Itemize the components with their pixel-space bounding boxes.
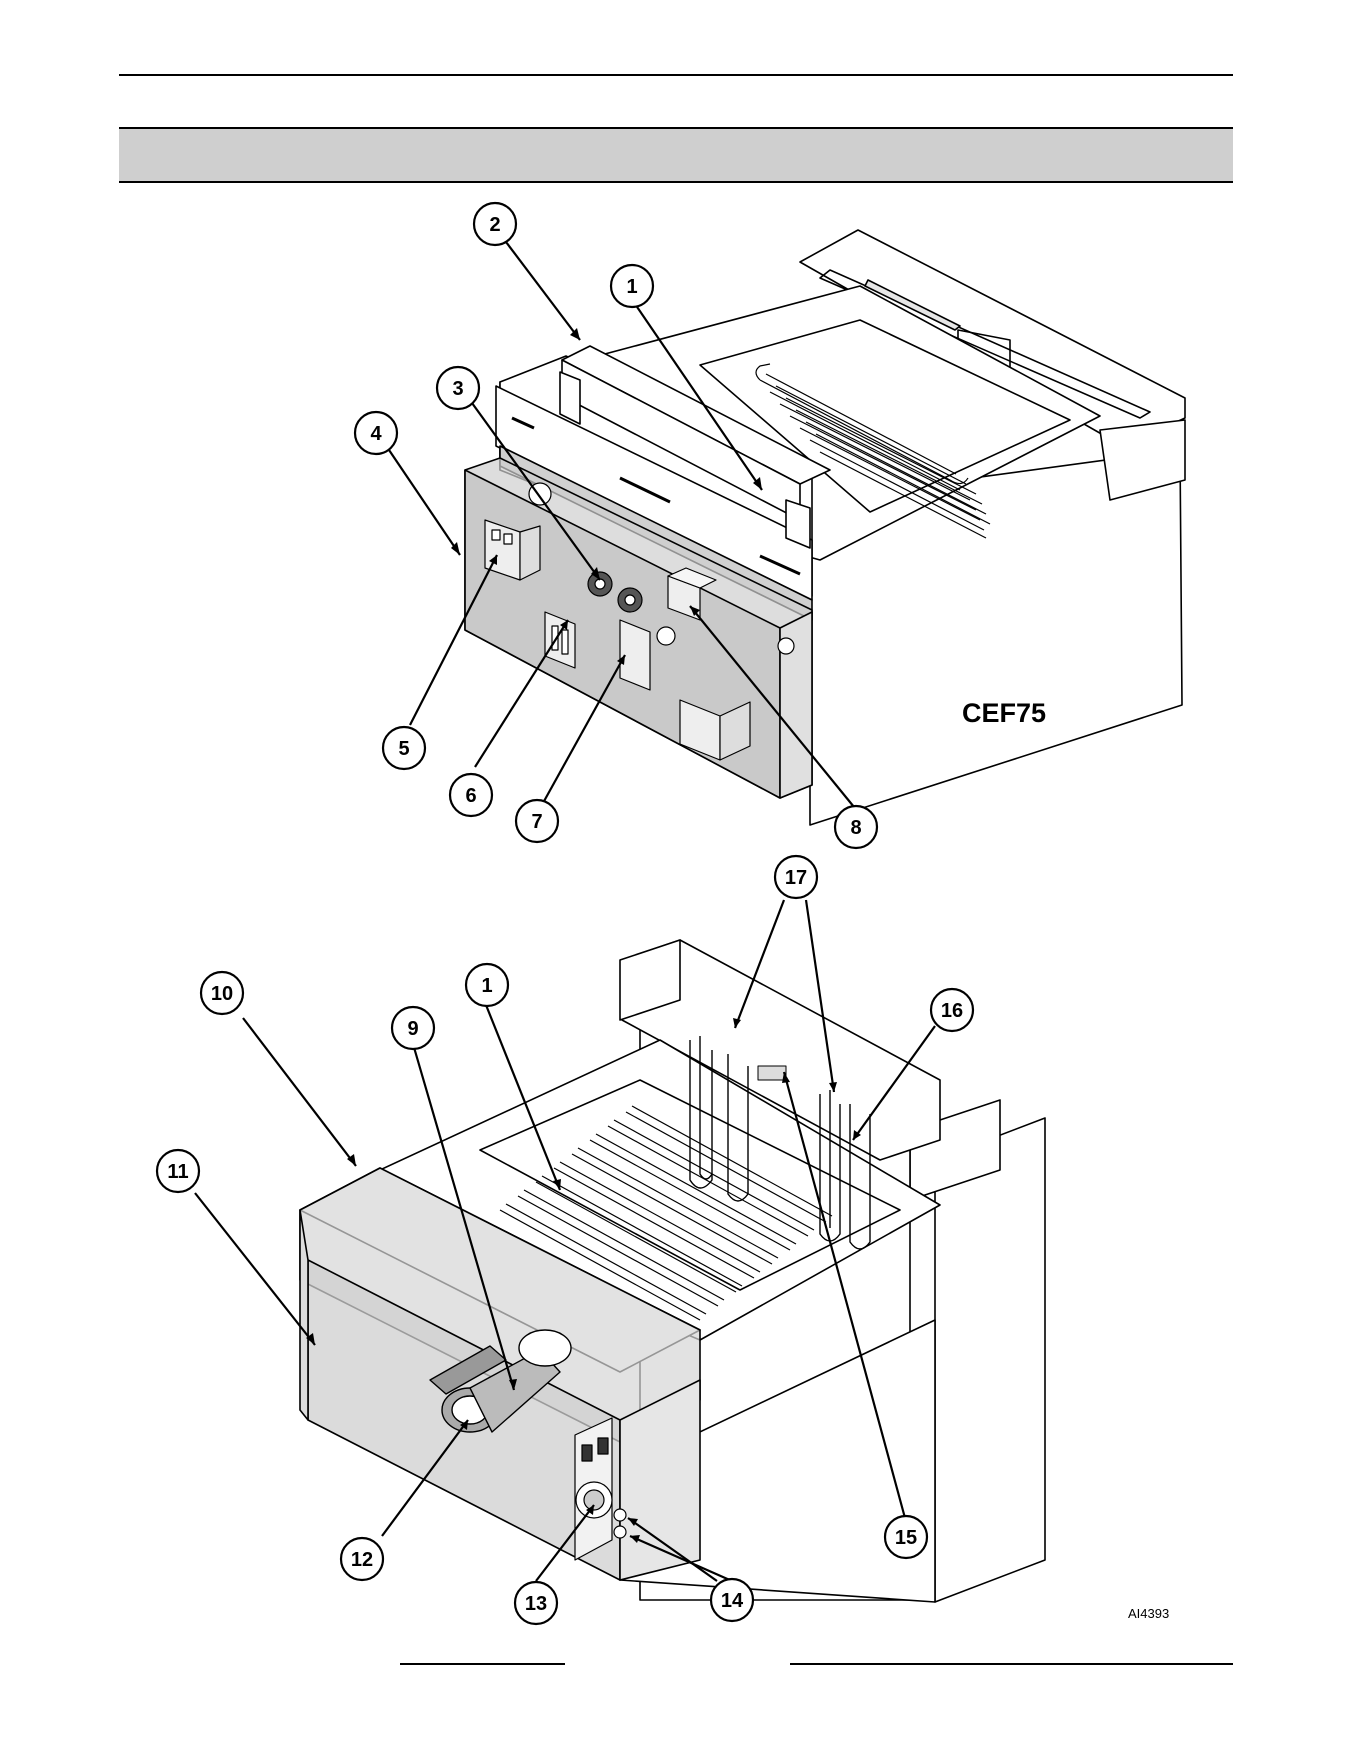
callout-label: 5 (398, 738, 409, 760)
callout-label: 16 (941, 1000, 963, 1022)
callout-label: 14 (721, 1590, 744, 1612)
footer-rule-left (400, 1663, 565, 1665)
callout-label: 6 (465, 785, 476, 807)
drawing-id: AI4393 (1128, 1606, 1169, 1621)
callout-label: 1 (481, 975, 492, 997)
callout-label: 9 (407, 1018, 418, 1040)
upper-fryer-drawing (465, 230, 1185, 825)
callout-label: 3 (452, 378, 463, 400)
callout-label: 13 (525, 1593, 547, 1615)
footer-rule-right (790, 1663, 1233, 1665)
callout-label: 2 (489, 214, 500, 236)
callout-label: 15 (895, 1527, 917, 1549)
callout-label: 8 (850, 817, 861, 839)
model-label: CEF75 (962, 698, 1046, 729)
callout-label: 12 (351, 1549, 373, 1571)
callout-label: 10 (211, 983, 233, 1005)
callout-label: 1 (626, 276, 637, 298)
callout-label: 7 (531, 811, 542, 833)
callout-label: 4 (370, 423, 382, 445)
callout-label: 17 (785, 867, 807, 889)
callout-label: 11 (167, 1161, 188, 1183)
